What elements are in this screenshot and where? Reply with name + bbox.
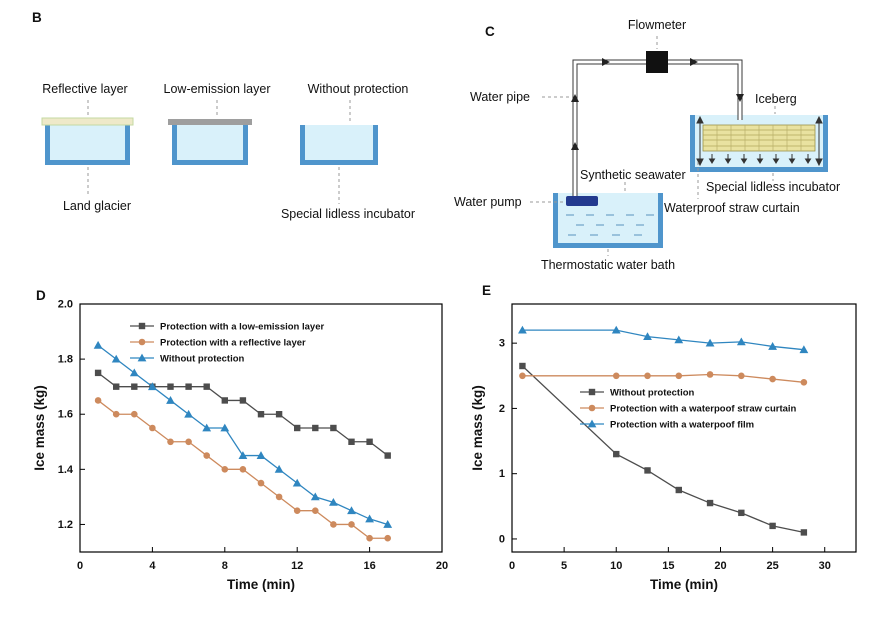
legend: Protection with a low-emission layerProt… xyxy=(130,322,324,365)
panel-e-tag: E xyxy=(482,283,492,298)
level-double-arrows xyxy=(696,115,823,167)
svg-text:10: 10 xyxy=(610,560,622,572)
svg-text:0: 0 xyxy=(499,533,505,545)
flow-arrows xyxy=(571,58,744,150)
melt-down-arrows xyxy=(708,154,812,164)
svg-text:5: 5 xyxy=(561,560,567,572)
x-axis-label: Time (min) xyxy=(650,577,718,592)
svg-text:15: 15 xyxy=(662,560,674,572)
panel-b: B Reflective layer Low-emission layer Wi… xyxy=(20,10,450,280)
series-0 xyxy=(94,369,391,459)
leader-lines-b xyxy=(87,100,351,204)
label-special-lidless-incubator-b: Special lidless incubator xyxy=(280,207,416,221)
svg-text:4: 4 xyxy=(149,560,156,572)
incubator-low-emission-layer xyxy=(168,119,252,165)
label-water-pipe: Water pipe xyxy=(470,90,530,104)
water-dashes xyxy=(566,214,654,236)
panel-d-tag: D xyxy=(36,288,46,303)
svg-text:1.6: 1.6 xyxy=(58,409,73,421)
series-0 xyxy=(519,362,808,536)
svg-text:Protection with a waterpoof st: Protection with a waterpoof straw curtai… xyxy=(610,404,797,415)
x-axis-label: Time (min) xyxy=(227,577,295,592)
thermostatic-bath xyxy=(553,193,663,248)
panel-c: C Flowmeter Water pipe Iceberg Synthetic… xyxy=(440,10,880,280)
incubator-without-protection xyxy=(300,125,378,165)
panel-c-tag: C xyxy=(485,24,495,39)
series-2 xyxy=(93,340,393,528)
flowmeter-device xyxy=(646,51,668,73)
label-reflective-layer: Reflective layer xyxy=(42,82,128,96)
incubator-reflective-layer xyxy=(41,117,134,165)
svg-text:0: 0 xyxy=(509,560,515,572)
label-land-glacier: Land glacier xyxy=(62,199,132,213)
series-1 xyxy=(94,397,392,542)
svg-text:1: 1 xyxy=(499,468,505,480)
svg-text:3: 3 xyxy=(499,338,505,350)
panel-b-diagram xyxy=(41,100,378,204)
svg-text:2.0: 2.0 xyxy=(58,299,73,311)
svg-text:Without protection: Without protection xyxy=(160,354,245,365)
y-axis-label: Ice mass (kg) xyxy=(32,385,47,471)
svg-text:20: 20 xyxy=(436,560,448,572)
straw-hatch-vertical xyxy=(716,125,802,151)
svg-text:8: 8 xyxy=(222,560,228,572)
label-synthetic-seawater: Synthetic seawater xyxy=(580,168,686,182)
label-iceberg: Iceberg xyxy=(755,92,797,106)
label-waterproof-straw-curtain: Waterproof straw curtain xyxy=(664,201,800,215)
panel-b-tag: B xyxy=(32,10,42,25)
svg-text:16: 16 xyxy=(363,560,375,572)
svg-text:30: 30 xyxy=(819,560,831,572)
svg-text:Protection with a waterpoof fi: Protection with a waterpoof film xyxy=(610,420,754,431)
svg-text:1.4: 1.4 xyxy=(58,464,74,476)
svg-text:12: 12 xyxy=(291,560,303,572)
svg-text:0: 0 xyxy=(77,560,83,572)
svg-text:Protection with a reflective l: Protection with a reflective layer xyxy=(160,338,306,349)
label-special-lidless-incubator-c: Special lidless incubator xyxy=(706,180,841,194)
label-low-emission-layer: Low-emission layer xyxy=(163,82,271,96)
series-1 xyxy=(519,371,808,386)
leader-lines-c xyxy=(530,36,776,256)
iceberg-incubator xyxy=(690,115,828,172)
water-pump-device xyxy=(566,196,598,206)
svg-text:20: 20 xyxy=(714,560,726,572)
panel-c-diagram xyxy=(530,36,828,256)
svg-text:25: 25 xyxy=(766,560,778,572)
label-flowmeter: Flowmeter xyxy=(627,18,687,32)
label-thermostatic-water-bath: Thermostatic water bath xyxy=(540,258,676,272)
series-2 xyxy=(518,325,809,354)
y-axis-label: Ice mass (kg) xyxy=(470,385,485,471)
svg-text:1.2: 1.2 xyxy=(58,519,73,531)
label-without-protection: Without protection xyxy=(307,82,409,96)
svg-text:2: 2 xyxy=(499,403,505,415)
svg-text:Without protection: Without protection xyxy=(610,388,695,399)
label-water-pump: Water pump xyxy=(454,195,522,209)
svg-text:Protection with a low-emission: Protection with a low-emission layer xyxy=(160,322,324,333)
svg-text:1.8: 1.8 xyxy=(58,354,73,366)
